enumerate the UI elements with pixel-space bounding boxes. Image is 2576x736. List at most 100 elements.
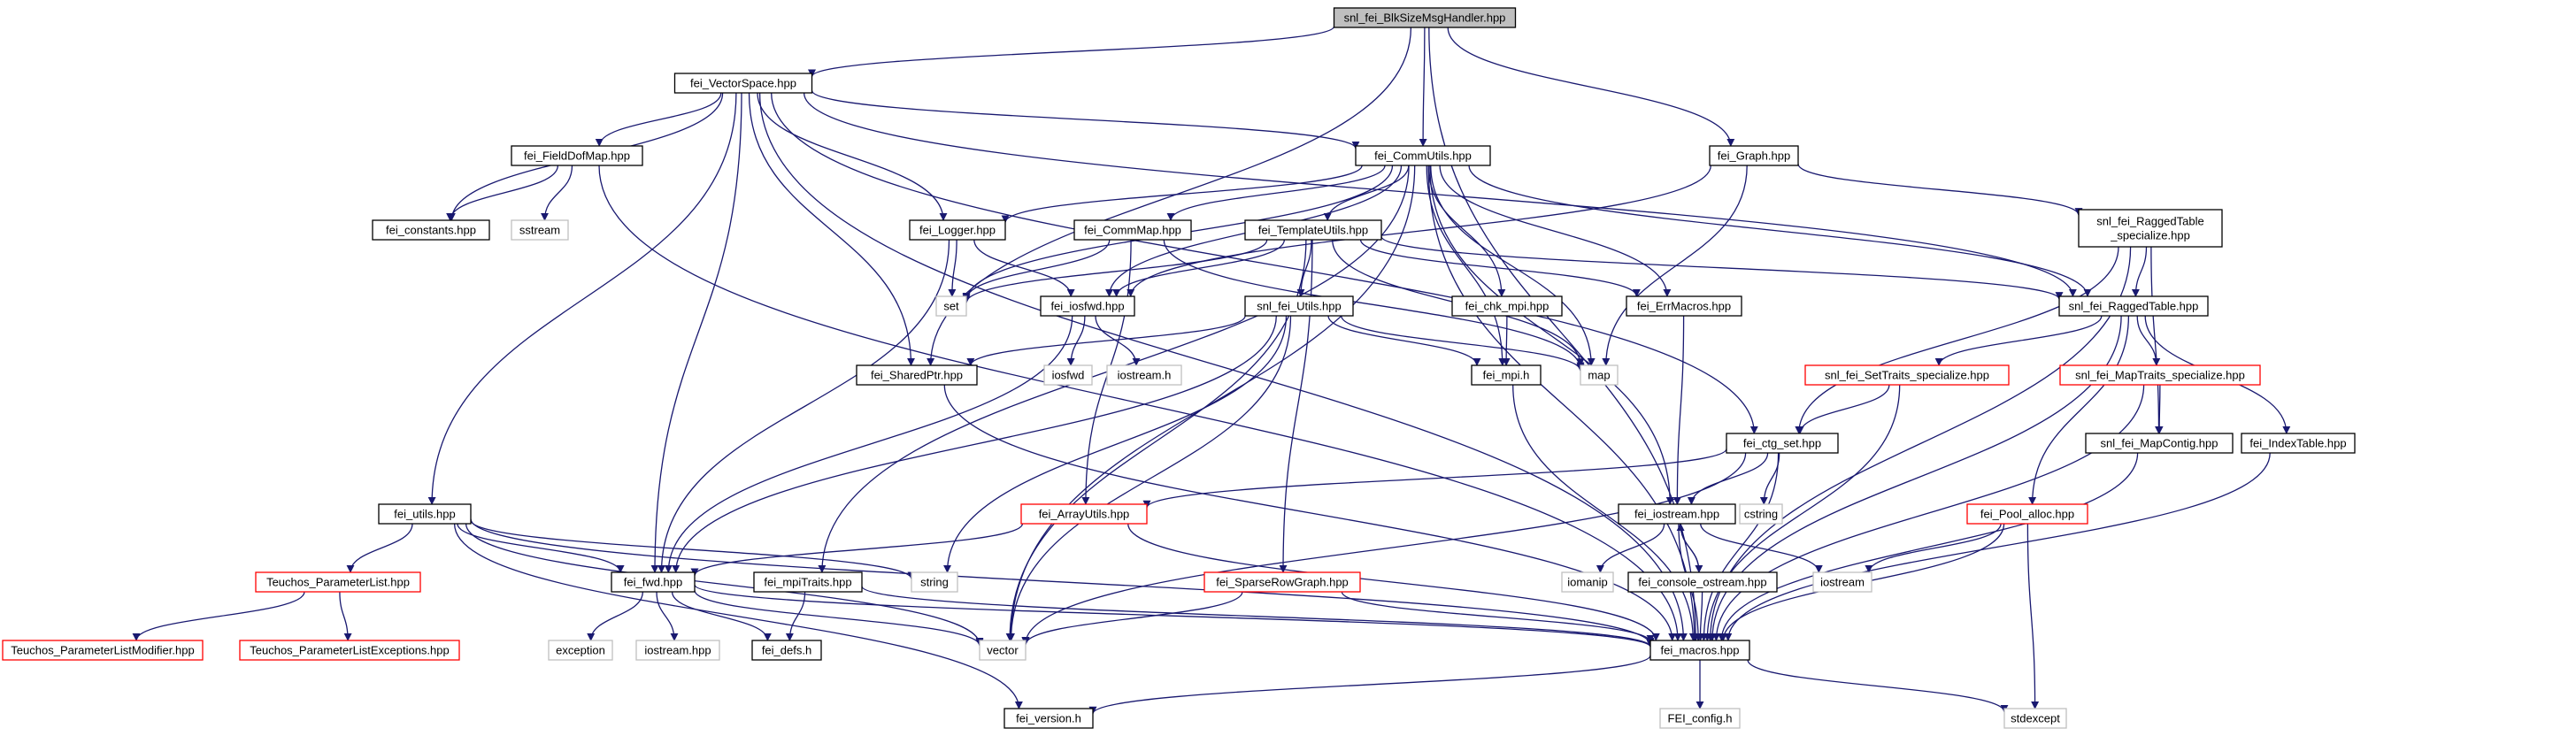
- node-utils2[interactable]: snl_fei_Utils.hpp: [1244, 295, 1354, 317]
- node-macros[interactable]: fei_macros.hpp: [1649, 640, 1750, 661]
- edge-feiiostream-to-iomanip: [1596, 523, 1665, 573]
- node-label: Teuchos_ParameterListModifier.hpp: [11, 644, 194, 657]
- node-sharedptr[interactable]: fei_SharedPtr.hpp: [856, 364, 978, 386]
- node-label: fei_ctg_set.hpp: [1743, 437, 1821, 450]
- node-label: fei_SharedPtr.hpp: [871, 369, 963, 382]
- node-version[interactable]: fei_version.h: [1003, 708, 1094, 729]
- edge-utils2-to-string: [943, 315, 1288, 573]
- node-label: exception: [556, 644, 605, 657]
- node-settraits[interactable]: snl_fei_SetTraits_specialize.hpp: [1804, 364, 2010, 386]
- node-plexceptions[interactable]: Teuchos_ParameterListExceptions.hpp: [239, 640, 460, 661]
- edge-commutils-to-macros: [1427, 165, 1699, 641]
- node-box: [1451, 295, 1563, 317]
- node-box: [856, 364, 978, 386]
- node-fwd[interactable]: fei_fwd.hpp: [611, 571, 696, 593]
- node-label: vector: [987, 644, 1019, 657]
- node-box: [1966, 503, 2088, 525]
- node-mapcontig[interactable]: snl_fei_MapContig.hpp: [2085, 433, 2234, 454]
- node-ragged[interactable]: snl_fei_RaggedTable.hpp: [2058, 295, 2209, 317]
- node-iostreamhpp: iostream.hpp: [635, 640, 720, 661]
- edge-commmap-to-set: [962, 239, 1111, 301]
- edge-commutils-to-map: [1430, 165, 1596, 366]
- node-box: [548, 640, 613, 661]
- node-constants[interactable]: fei_constants.hpp: [372, 219, 490, 241]
- node-label: set: [943, 300, 959, 313]
- edge-arrayutils-to-fwd: [690, 523, 1024, 577]
- node-label: fei_Pool_alloc.hpp: [1980, 508, 2074, 521]
- edge-templateutils-to-ragged: [1380, 235, 2064, 301]
- edge-commutils-to-feiiostream: [1429, 165, 1674, 505]
- edge-ctgset-to-feiiostream: [1687, 452, 1769, 505]
- edge-vectorspace-to-sharedptr: [748, 92, 915, 366]
- node-label: Teuchos_ParameterListExceptions.hpp: [250, 644, 449, 657]
- node-label: fei_Logger.hpp: [919, 224, 996, 237]
- edge-macros-to-stdexcept: [1747, 659, 2009, 713]
- node-box: [1333, 7, 1517, 28]
- node-chkmpi[interactable]: fei_chk_mpi.hpp: [1451, 295, 1563, 317]
- node-label: fei_Graph.hpp: [1718, 150, 1790, 163]
- node-mpitraits[interactable]: fei_mpiTraits.hpp: [753, 571, 863, 593]
- edge-fwd-to-exception: [587, 591, 643, 641]
- node-commmap[interactable]: fei_CommMap.hpp: [1073, 219, 1192, 241]
- node-label: fei_SparseRowGraph.hpp: [1216, 576, 1349, 589]
- node-root[interactable]: snl_fei_BlkSizeMsgHandler.hpp: [1333, 7, 1517, 28]
- edge-sparserow-to-macros: [1341, 591, 1655, 643]
- node-maptraits[interactable]: snl_fei_MapTraits_specialize.hpp: [2059, 364, 2261, 386]
- node-feiiostream[interactable]: fei_iostream.hpp: [1618, 503, 1736, 525]
- node-arrayutils[interactable]: fei_ArrayUtils.hpp: [1020, 503, 1148, 525]
- node-label: fei_console_ostream.hpp: [1638, 576, 1766, 589]
- edge-fwd-to-macros: [694, 584, 1655, 648]
- edge-paramlist-to-plmodifier: [132, 591, 305, 641]
- node-paramlist[interactable]: Teuchos_ParameterList.hpp: [255, 571, 421, 593]
- node-box: [255, 571, 421, 593]
- edge-utils2-to-mpih: [1327, 315, 1481, 366]
- node-label: sstream: [519, 224, 560, 237]
- node-exception: exception: [548, 640, 613, 661]
- node-commutils[interactable]: fei_CommUtils.hpp: [1355, 145, 1491, 166]
- edge-mapcontig-to-macros: [1717, 452, 2139, 641]
- node-poolalloc[interactable]: fei_Pool_alloc.hpp: [1966, 503, 2088, 525]
- node-errmacros[interactable]: fei_ErrMacros.hpp: [1626, 295, 1742, 317]
- node-plmodifier[interactable]: Teuchos_ParameterListModifier.hpp: [2, 640, 204, 661]
- node-iosfwd[interactable]: fei_iosfwd.hpp: [1040, 295, 1135, 317]
- edge-root-to-graph: [1447, 27, 1735, 147]
- node-indextable[interactable]: fei_IndexTable.hpp: [2241, 433, 2356, 454]
- node-logger[interactable]: fei_Logger.hpp: [909, 219, 1006, 241]
- node-box: [1106, 364, 1182, 386]
- node-iosfwdstd: iosfwd: [1043, 364, 1093, 386]
- node-ctgset[interactable]: fei_ctg_set.hpp: [1726, 433, 1839, 454]
- node-label: iomanip: [1567, 576, 1608, 589]
- edge-vectorspace-to-macros: [758, 92, 1688, 641]
- node-graph[interactable]: fei_Graph.hpp: [1709, 145, 1799, 166]
- node-label: snl_fei_SetTraits_specialize.hpp: [1825, 369, 1989, 382]
- edge-vectorspace-to-ragged: [803, 92, 2077, 297]
- node-label: snl_fei_RaggedTable: [2096, 215, 2203, 228]
- node-label: fei_CommMap.hpp: [1084, 224, 1181, 237]
- edge-templateutils-to-set: [962, 239, 1268, 304]
- node-label: fei_iostream.hpp: [1634, 508, 1719, 521]
- node-box: [511, 145, 643, 166]
- node-defs[interactable]: fei_defs.h: [751, 640, 822, 661]
- node-box: [1659, 708, 1741, 729]
- node-raggedspec[interactable]: snl_fei_RaggedTable_specialize.hpp: [2078, 209, 2223, 248]
- node-box: [1471, 364, 1542, 386]
- node-label: string: [920, 576, 949, 589]
- node-vectorspace[interactable]: fei_VectorSpace.hpp: [673, 73, 813, 94]
- node-mpih[interactable]: fei_mpi.h: [1471, 364, 1542, 386]
- node-box: [673, 73, 813, 94]
- node-label: fei_IndexTable.hpp: [2249, 437, 2346, 450]
- node-label: stdexcept: [2011, 712, 2060, 725]
- node-utils[interactable]: fei_utils.hpp: [378, 503, 472, 525]
- node-vector: vector: [979, 640, 1027, 661]
- node-box: [1618, 503, 1736, 525]
- node-box: [372, 219, 490, 241]
- node-box: [1043, 364, 1093, 386]
- node-label: Teuchos_ParameterList.hpp: [266, 576, 410, 589]
- edge-commutils-to-ragged: [1468, 165, 2092, 297]
- edge-fwd-to-defs: [671, 591, 772, 641]
- node-sparserow[interactable]: fei_SparseRowGraph.hpp: [1203, 571, 1361, 593]
- edge-utils-to-version: [453, 523, 1023, 709]
- node-fielddofmap[interactable]: fei_FieldDofMap.hpp: [511, 145, 643, 166]
- node-consoleostream[interactable]: fei_console_ostream.hpp: [1627, 571, 1778, 593]
- node-templateutils[interactable]: fei_TemplateUtils.hpp: [1244, 219, 1382, 241]
